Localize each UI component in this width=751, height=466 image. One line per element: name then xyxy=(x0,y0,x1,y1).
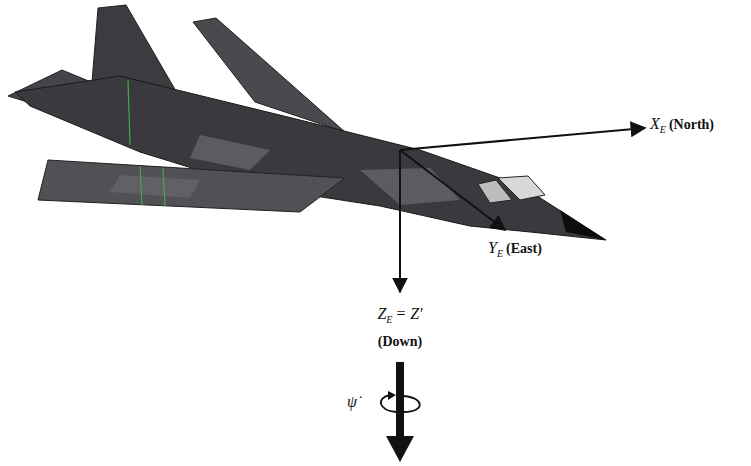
z-axis-arrow xyxy=(399,150,401,292)
yaw-arrow-shaft xyxy=(396,362,404,440)
rotation-symbol xyxy=(381,395,420,412)
nose-cone xyxy=(560,210,606,240)
direction-word: (East) xyxy=(506,241,542,256)
fuselage xyxy=(15,76,606,240)
x-axis-arrow xyxy=(400,128,645,150)
yaw-arrow-head xyxy=(386,436,414,462)
axis-subscript: E xyxy=(660,124,666,135)
camo-patch xyxy=(190,135,270,170)
rotation-arrowhead xyxy=(388,391,396,400)
axis-symbol: Z xyxy=(377,305,386,322)
axis-subscript: E xyxy=(386,314,392,325)
near-wing xyxy=(38,160,345,212)
x-axis-label: XE(North) xyxy=(650,116,714,135)
axis-symbol: X xyxy=(650,115,660,132)
y-axis-label: YE(East) xyxy=(488,240,542,259)
panel-line xyxy=(128,80,130,145)
down-label: (Down) xyxy=(378,334,422,349)
cockpit-window xyxy=(478,180,512,203)
axis-symbol: Y xyxy=(488,239,497,256)
panel-line xyxy=(163,168,165,206)
axis-equation: = Z′ xyxy=(395,305,422,322)
z-axis-label: ZE= Z′ xyxy=(377,306,422,325)
direction-word: (Down) xyxy=(378,334,422,349)
panel-line xyxy=(140,166,142,205)
yaw-rate-label: ψ̇ xyxy=(347,394,357,410)
yaw-rate-symbol: ψ̇ xyxy=(347,393,357,410)
direction-word: (North) xyxy=(669,117,714,132)
y-axis-arrow xyxy=(400,150,505,230)
camo-patch xyxy=(360,168,460,205)
camo-patch xyxy=(110,175,200,198)
axis-subscript: E xyxy=(497,248,503,259)
